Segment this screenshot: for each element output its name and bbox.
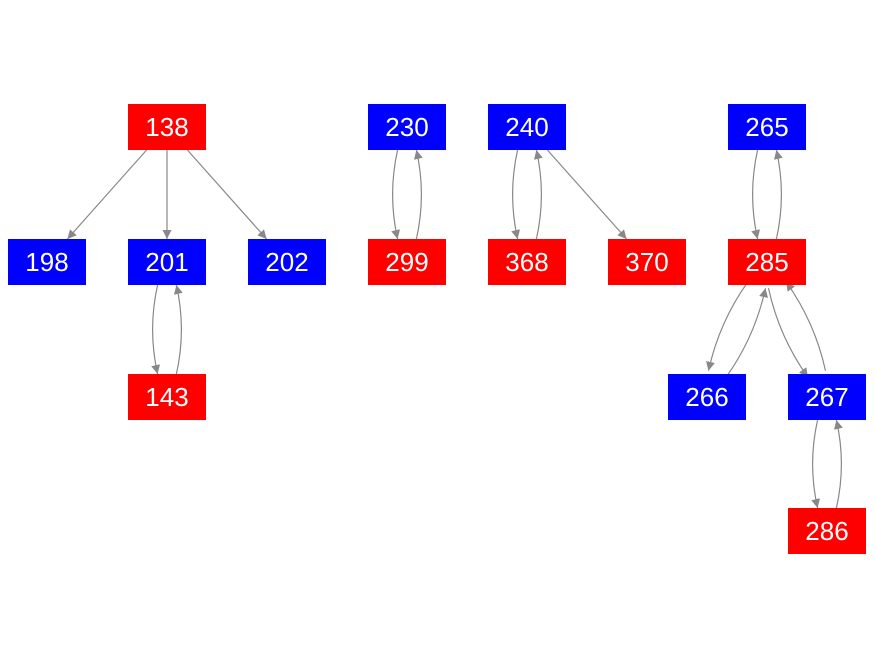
node-label-370: 370 [625, 247, 668, 277]
node-box-198 [8, 239, 86, 285]
node-label-285: 285 [745, 247, 788, 277]
node-201: 201 [128, 239, 206, 285]
node-label-266: 266 [685, 382, 728, 412]
node-box-230 [368, 104, 446, 150]
node-box-370 [608, 239, 686, 285]
node-label-202: 202 [265, 247, 308, 277]
node-box-266 [668, 374, 746, 420]
node-box-285 [728, 239, 806, 285]
node-label-201: 201 [145, 247, 188, 277]
node-label-143: 143 [145, 382, 188, 412]
node-230: 230 [368, 104, 446, 150]
edge-285-to-265 [773, 149, 783, 240]
node-box-202 [248, 239, 326, 285]
edge-266-to-285 [725, 288, 768, 378]
node-240: 240 [488, 104, 566, 150]
node-box-368 [488, 239, 566, 285]
edge-285-to-266 [706, 281, 749, 371]
edges-layer [66, 149, 843, 509]
edge-240-to-370 [546, 149, 628, 240]
node-box-143 [128, 374, 206, 420]
node-label-368: 368 [505, 247, 548, 277]
node-266: 266 [668, 374, 746, 420]
edge-299-to-230 [413, 149, 423, 240]
node-285: 285 [728, 239, 806, 285]
node-286: 286 [788, 508, 866, 554]
node-label-138: 138 [145, 112, 188, 142]
node-198: 198 [8, 239, 86, 285]
node-299: 299 [368, 239, 446, 285]
edge-286-to-267 [834, 419, 843, 509]
node-143: 143 [128, 374, 206, 420]
edge-240-to-368 [511, 149, 521, 240]
edge-285-to-267 [767, 288, 809, 378]
node-265: 265 [728, 104, 806, 150]
edge-138-to-202 [186, 149, 268, 240]
edge-201-to-143 [151, 284, 161, 375]
edge-267-to-286 [811, 419, 820, 509]
edge-143-to-201 [173, 284, 183, 375]
node-box-240 [488, 104, 566, 150]
node-box-265 [728, 104, 806, 150]
node-box-201 [128, 239, 206, 285]
edge-265-to-285 [751, 149, 761, 240]
node-label-299: 299 [385, 247, 428, 277]
node-box-138 [128, 104, 206, 150]
edge-230-to-299 [391, 149, 401, 240]
node-370: 370 [608, 239, 686, 285]
nodes-layer: 138 198 201 202 143 230 299 240 368 370 265 285 266 2… [8, 104, 866, 554]
edge-138-to-198 [66, 149, 148, 240]
node-label-286: 286 [805, 516, 848, 546]
node-box-299 [368, 239, 446, 285]
node-label-240: 240 [505, 112, 548, 142]
node-138: 138 [128, 104, 206, 150]
node-label-267: 267 [805, 382, 848, 412]
node-label-230: 230 [385, 112, 428, 142]
node-267: 267 [788, 374, 866, 420]
node-box-267 [788, 374, 866, 420]
node-202: 202 [248, 239, 326, 285]
edge-368-to-240 [533, 149, 543, 240]
node-label-265: 265 [745, 112, 788, 142]
edge-267-to-285 [785, 281, 827, 371]
node-box-286 [788, 508, 866, 554]
node-label-198: 198 [25, 247, 68, 277]
node-368: 368 [488, 239, 566, 285]
